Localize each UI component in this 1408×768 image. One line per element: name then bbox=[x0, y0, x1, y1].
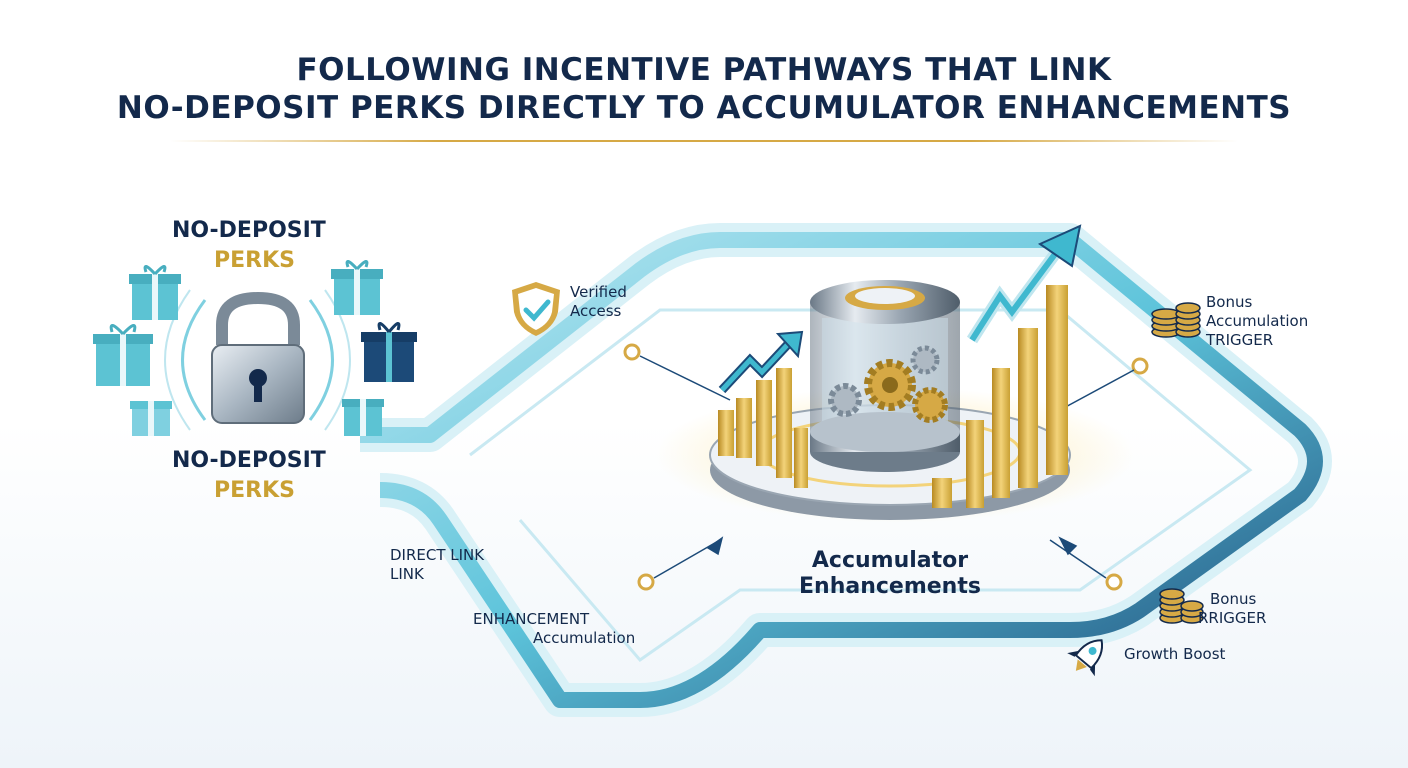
enhancement-line-2: Accumulation bbox=[533, 629, 636, 647]
node-bonus-trigger bbox=[1131, 357, 1149, 375]
growth-boost-label: Growth Boost bbox=[1124, 645, 1226, 663]
node-bonus2 bbox=[1105, 573, 1123, 591]
padlock-icon bbox=[211, 291, 305, 424]
bonus-trigger-2-label: Bonus RRIGGER bbox=[1198, 590, 1266, 628]
bonus2-line-1: Bonus bbox=[1210, 590, 1257, 608]
pathway-loop bbox=[360, 223, 1332, 717]
bonus-trigger-line-1: Bonus bbox=[1206, 293, 1253, 311]
left-bottom-title: NO-DEPOSIT bbox=[172, 448, 326, 473]
verified-line-2: Access bbox=[570, 302, 622, 320]
direct-line-2: LINK bbox=[390, 565, 424, 583]
shield-check-icon bbox=[512, 282, 560, 336]
enhancement-accumulation-label: ENHANCEMENT Accumulation bbox=[473, 610, 635, 648]
verified-access-label: Verified Access bbox=[570, 283, 627, 321]
gold-bars bbox=[718, 285, 1068, 508]
direct-line-1: DIRECT LINK bbox=[390, 546, 485, 564]
bonus-trigger-line-2: Accumulation bbox=[1206, 312, 1309, 330]
lock-cluster bbox=[164, 289, 351, 431]
gear-icon bbox=[828, 345, 948, 423]
coin-stack-icon bbox=[1151, 302, 1204, 624]
center-line-1: Accumulator bbox=[811, 548, 969, 573]
direct-link-label: DIRECT LINK LINK bbox=[390, 546, 484, 584]
title-line-1: FOLLOWING INCENTIVE PATHWAYS THAT LINK bbox=[296, 52, 1112, 88]
accumulator-enhancements-label: Accumulator Enhancements bbox=[770, 548, 1010, 600]
left-top-subtitle: PERKS bbox=[214, 248, 295, 273]
connector-lines bbox=[639, 355, 1135, 579]
title-divider bbox=[170, 140, 1238, 142]
left-bottom-subtitle: PERKS bbox=[214, 478, 295, 503]
bonus-trigger-line-3: TRIGGER bbox=[1206, 331, 1274, 349]
node-direct bbox=[637, 573, 655, 591]
enhancement-line-1: ENHANCEMENT bbox=[473, 610, 590, 628]
node-verified bbox=[623, 343, 641, 361]
bonus2-line-2: RRIGGER bbox=[1198, 609, 1267, 627]
gift-box-icon bbox=[93, 260, 417, 436]
center-line-2: Enhancements bbox=[799, 574, 981, 599]
verified-line-1: Verified bbox=[570, 283, 627, 301]
rocket-icon bbox=[1067, 639, 1104, 677]
title-line-2: NO-DEPOSIT PERKS DIRECTLY TO ACCUMULATOR… bbox=[116, 90, 1292, 126]
pathway-nodes bbox=[623, 343, 1149, 591]
bonus-accumulation-trigger-label: Bonus Accumulation TRIGGER bbox=[1206, 293, 1308, 350]
accumulator-cylinder bbox=[810, 280, 960, 472]
trend-arrow-icon bbox=[718, 224, 1082, 394]
left-top-title: NO-DEPOSIT bbox=[172, 218, 326, 243]
